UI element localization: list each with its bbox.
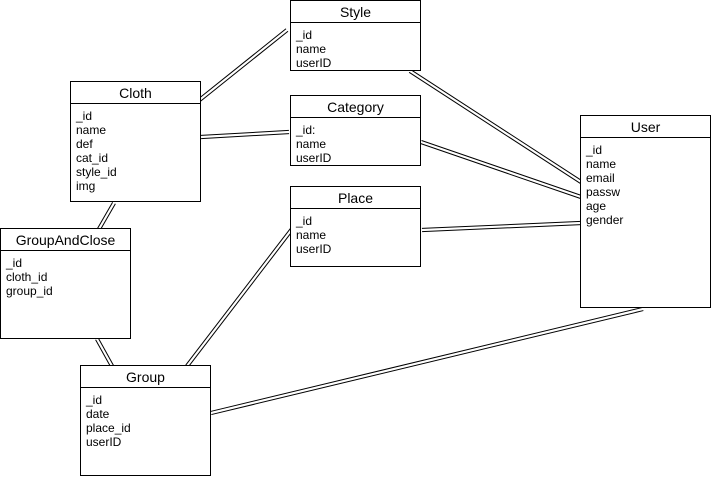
relation-cloth-style: [195, 28, 289, 104]
field: name: [76, 123, 107, 137]
entity-title: Cloth: [71, 82, 200, 104]
entity-title: User: [581, 116, 710, 138]
entity-title: Category: [291, 96, 420, 118]
field: _id: [296, 28, 313, 42]
field: userID: [86, 435, 122, 449]
relation-group-user: [210, 306, 644, 416]
field: gender: [586, 213, 624, 227]
entity-title: GroupAndClose: [1, 229, 130, 251]
entity-place[interactable]: Place _id name userID: [290, 186, 421, 267]
field-list: _id: name userID: [291, 118, 420, 165]
field: def: [76, 137, 93, 151]
field: userID: [296, 242, 332, 256]
relation-line: [95, 339, 112, 368]
field: img: [76, 179, 96, 193]
entity-title: Style: [291, 1, 420, 23]
field: _id: [6, 256, 23, 270]
field: name: [586, 157, 617, 171]
field-list: _id name userID: [291, 209, 420, 256]
relation-line: [99, 203, 116, 231]
field: userID: [296, 56, 332, 70]
field-list: _id name def cat_id style_id img: [71, 104, 200, 193]
relation-place-user: [421, 220, 582, 233]
field: _id: [86, 393, 103, 407]
field: cloth_id: [6, 270, 48, 284]
field-list: _id date place_id userID: [81, 388, 210, 449]
relation-cloth-category: [200, 129, 290, 140]
field: name: [296, 42, 327, 56]
entity-user[interactable]: User _id name email passw age gender: [580, 115, 711, 308]
entity-title: Place: [291, 187, 420, 209]
relation-line: [200, 129, 289, 136]
field: name: [296, 228, 327, 242]
field: group_id: [6, 284, 53, 298]
field: _id:: [296, 123, 316, 137]
relation-cloth-groupandclose: [97, 201, 116, 231]
field: userID: [296, 151, 332, 165]
relation-groupandclose-group: [95, 337, 114, 368]
relation-line: [421, 220, 581, 229]
entity-groupandclose[interactable]: GroupAndClose _id cloth_id group_id: [0, 228, 131, 339]
relation-category-user: [420, 140, 582, 199]
relation-line: [197, 30, 289, 104]
entity-category[interactable]: Category _id: name userID: [290, 95, 421, 166]
field: passw: [586, 185, 621, 199]
field: name: [296, 137, 327, 151]
relation-line: [185, 227, 292, 366]
entity-group[interactable]: Group _id date place_id userID: [80, 365, 211, 476]
field: _id: [76, 109, 93, 123]
field: date: [86, 407, 110, 421]
field: _id: [586, 143, 603, 157]
relation-line: [211, 310, 644, 416]
relation-line: [195, 28, 287, 102]
relation-line: [408, 71, 581, 184]
relation-line: [420, 143, 581, 199]
relation-line: [187, 229, 294, 368]
field-list: _id name userID: [291, 23, 420, 70]
relation-style-user: [408, 69, 583, 184]
field: style_id: [76, 165, 117, 179]
field: email: [586, 171, 615, 185]
relation-line: [410, 69, 583, 182]
relation-line: [422, 224, 582, 233]
relation-line: [421, 140, 582, 196]
field: _id: [296, 214, 313, 228]
field-list: _id cloth_id group_id: [1, 251, 130, 298]
entity-cloth[interactable]: Cloth _id name def cat_id style_id img: [70, 81, 201, 202]
field-list: _id name email passw age gender: [581, 138, 710, 227]
field: cat_id: [76, 151, 109, 165]
field: age: [586, 199, 607, 213]
relation-line: [210, 306, 643, 412]
relation-line: [97, 337, 114, 366]
field: place_id: [86, 421, 131, 435]
entity-style[interactable]: Style _id name userID: [290, 0, 421, 71]
relation-group-place: [185, 227, 294, 368]
entity-title: Group: [81, 366, 210, 388]
relation-line: [97, 201, 114, 229]
relation-line: [201, 133, 290, 140]
